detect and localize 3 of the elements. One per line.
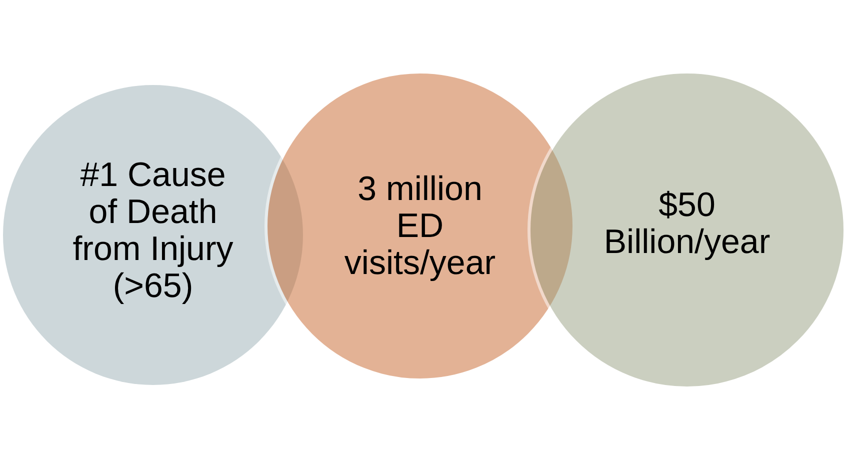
- stat-text: $50 Billion/year: [602, 187, 772, 261]
- stat-text: #1 Cause of Death from Injury (>65): [72, 157, 234, 305]
- stat-text: 3 million ED visits/year: [343, 170, 497, 282]
